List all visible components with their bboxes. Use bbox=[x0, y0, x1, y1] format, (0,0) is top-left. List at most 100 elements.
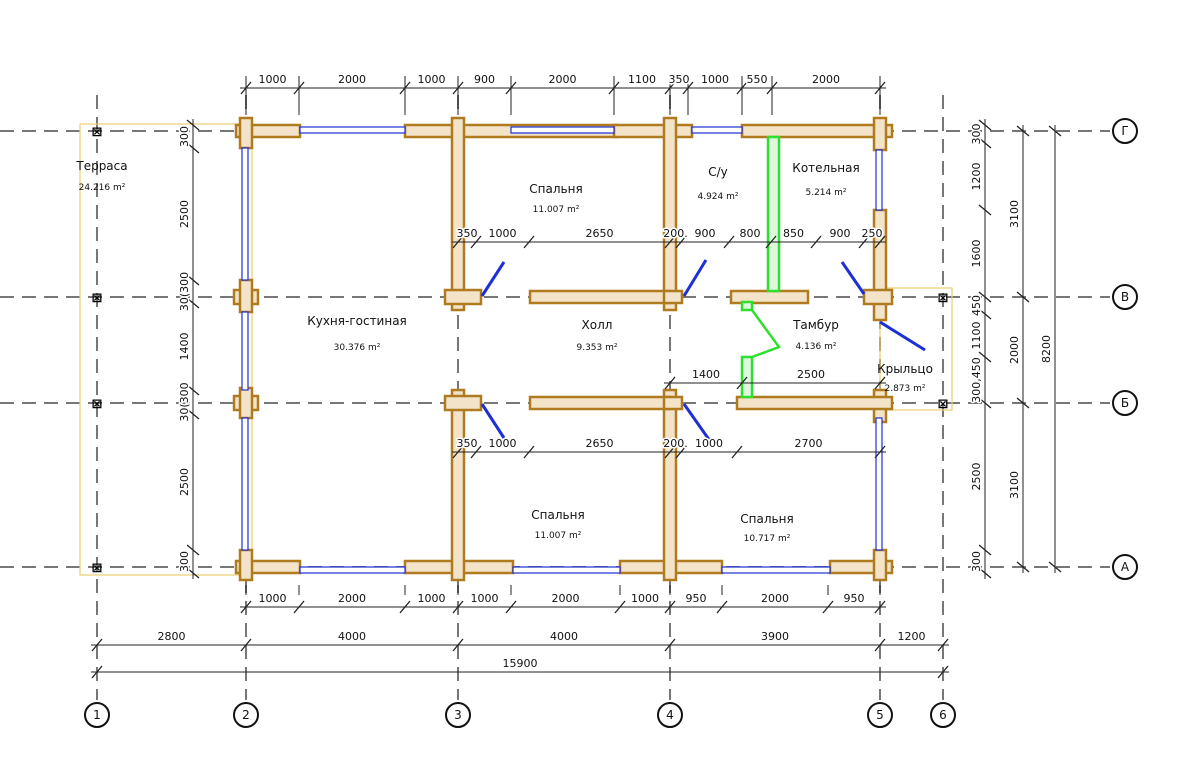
room-name: Кухня-гостиная bbox=[307, 314, 407, 328]
vestibule-dim-label: 1400 bbox=[692, 368, 720, 381]
right-mid-dim-label: 3100 bbox=[1008, 200, 1021, 228]
top-dim-label: 350 bbox=[669, 73, 690, 86]
axes-dim-tick bbox=[452, 638, 464, 652]
interior-lower-dim-tick bbox=[874, 445, 886, 459]
right-inner-dim-label: 300,450 bbox=[970, 357, 983, 403]
interior-upper-dim-tick bbox=[874, 235, 886, 249]
right-inner-dim-tick bbox=[978, 544, 992, 556]
room-area: 11.007 m² bbox=[533, 205, 580, 215]
top-dim-label: 550 bbox=[747, 73, 768, 86]
bottom-dim-label: 950 bbox=[844, 592, 865, 605]
left-dim-tick bbox=[186, 119, 200, 131]
axes-dim-tick bbox=[91, 638, 103, 652]
right-mid-dim-tick bbox=[1016, 291, 1030, 303]
terrace-porch-outlines bbox=[79, 123, 953, 576]
bottom-dim-label: 2000 bbox=[552, 592, 580, 605]
right-mid-dim-tick bbox=[1016, 561, 1030, 573]
interior-upper-dim-tick bbox=[470, 235, 482, 249]
right-inner-dim-label: 450 bbox=[970, 295, 983, 316]
axes-dim-tick bbox=[664, 638, 676, 652]
interior-upper-dim-label: 200. bbox=[663, 227, 688, 240]
top-dim-label: 2000 bbox=[812, 73, 840, 86]
interior-upper-dim-label: 900 bbox=[695, 227, 716, 240]
log-wall bbox=[735, 395, 894, 411]
right-inner-dim-tick bbox=[978, 567, 992, 579]
interior-lower-dim-label: 200. bbox=[663, 437, 688, 450]
interior-upper-dim-label: 2650 bbox=[586, 227, 614, 240]
interior-upper-dim-tick bbox=[675, 235, 687, 249]
axis-label: 6 bbox=[939, 708, 947, 722]
right-inner-dim-tick bbox=[978, 351, 992, 363]
log-wall bbox=[612, 123, 694, 139]
window bbox=[875, 417, 883, 551]
axes-dim-label: 1200 bbox=[898, 630, 926, 643]
right-inner-dim-tick bbox=[978, 397, 992, 409]
bottom-dim-label: 1000 bbox=[259, 592, 287, 605]
interior-upper-dim-tick bbox=[810, 235, 822, 249]
axes-dim-label: 3900 bbox=[761, 630, 789, 643]
interior-upper-dim-tick bbox=[723, 235, 735, 249]
column-post-marker: ⊠ bbox=[92, 397, 103, 412]
vestibule-dim-tick bbox=[874, 376, 886, 390]
right-inner-dim-tick bbox=[978, 137, 992, 149]
left-dim-label: 300 bbox=[178, 126, 191, 147]
interior-upper-dim-label: 900 bbox=[830, 227, 851, 240]
right-inner-dim-tick bbox=[978, 204, 992, 216]
right-inner-dim-label: 2500 bbox=[970, 463, 983, 491]
interior-upper-dim-tick bbox=[523, 235, 535, 249]
bottom-dim-label: 1000 bbox=[418, 592, 446, 605]
room-area: 11.007 m² bbox=[535, 531, 582, 541]
terrace-outline bbox=[79, 123, 253, 576]
interior-lower-dim-tick bbox=[452, 445, 464, 459]
left-dim-tick bbox=[186, 544, 200, 556]
right-mid-dim-tick bbox=[1016, 397, 1030, 409]
window bbox=[299, 566, 406, 574]
room-name: Крыльцо bbox=[877, 362, 933, 376]
interior-lower-dim-tick bbox=[664, 445, 676, 459]
axis-bubble bbox=[445, 702, 471, 728]
log-wall bbox=[872, 116, 888, 152]
bottom-dim-label: 1000 bbox=[631, 592, 659, 605]
top-dim-label: 900 bbox=[474, 73, 495, 86]
room-name: С/у bbox=[708, 165, 728, 179]
left-dim-label: 1400 bbox=[178, 333, 191, 361]
bottom-dim-label: 950 bbox=[686, 592, 707, 605]
left-dim-label: 30(300 bbox=[178, 382, 191, 421]
partition-wall bbox=[740, 300, 754, 312]
top-dim-label: 2000 bbox=[549, 73, 577, 86]
door-leaf bbox=[682, 259, 708, 297]
axis-label: А bbox=[1121, 560, 1130, 574]
right-inner-dim-label: 1200 bbox=[970, 163, 983, 191]
bottom-dim-tick bbox=[664, 600, 676, 614]
log-wall bbox=[238, 548, 254, 582]
bottom-dim-tick bbox=[293, 600, 305, 614]
interior-lower-dim-tick bbox=[470, 445, 482, 459]
interior-lower-dim-tick bbox=[523, 445, 535, 459]
room-name: Спальня bbox=[531, 508, 584, 522]
bottom-dim-tick bbox=[399, 600, 411, 614]
axes-dim-label: 4000 bbox=[550, 630, 578, 643]
interior-lower-dim-tick bbox=[731, 445, 743, 459]
top-dim-label: 1000 bbox=[701, 73, 729, 86]
interior-upper-dim-tick bbox=[452, 235, 464, 249]
axis-label: 1 bbox=[93, 708, 101, 722]
axis-label: Б bbox=[1121, 396, 1129, 410]
bottom-dim-label: 2000 bbox=[761, 592, 789, 605]
right-overall-dim-tick bbox=[1048, 561, 1062, 573]
room-name: Холл bbox=[582, 318, 613, 332]
window bbox=[691, 126, 743, 134]
left-dim-tick bbox=[186, 297, 200, 309]
axis-label: 5 bbox=[876, 708, 884, 722]
top-dim-label: 1100 bbox=[628, 73, 656, 86]
right-overall-dim-label: 8200 bbox=[1040, 335, 1053, 363]
room-area: 5.214 m² bbox=[805, 188, 846, 198]
right-mid-dim-label: 2000 bbox=[1008, 336, 1021, 364]
bottom-dim-tick bbox=[716, 600, 728, 614]
room-name: Спальня bbox=[529, 182, 582, 196]
axis-bubble bbox=[1112, 284, 1138, 310]
partition-wall bbox=[766, 135, 781, 293]
room-name: Спальня bbox=[740, 512, 793, 526]
bottom-dim-tick bbox=[822, 600, 834, 614]
